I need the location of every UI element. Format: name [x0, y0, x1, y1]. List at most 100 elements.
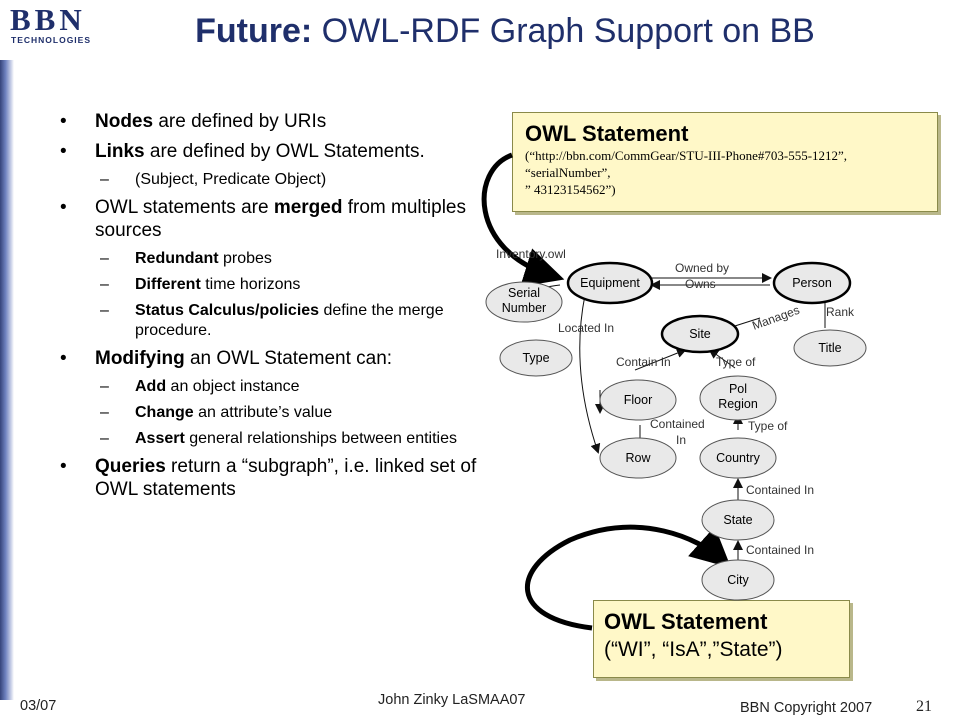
- left-decorative-bar: [0, 60, 14, 700]
- node-type: [499, 339, 573, 377]
- label-contained-in-2: Contained In: [746, 543, 814, 557]
- dash-marker: –: [100, 250, 109, 267]
- label-contained-in-short: In: [676, 433, 686, 447]
- bullet-text: merged: [273, 197, 343, 218]
- logo-text: BBN: [10, 2, 86, 37]
- title-rest: OWL-RDF Graph Support on BB: [312, 12, 815, 50]
- callout-top-line3: ” 43123154562”): [525, 182, 616, 197]
- label-type-of-2: Type of: [748, 419, 788, 433]
- label-pol: Pol: [729, 382, 747, 396]
- slide-title: Future: OWL-RDF Graph Support on BB: [0, 12, 960, 51]
- bullet-text: Nodes: [95, 111, 154, 132]
- bullet-text: an object instance: [166, 378, 300, 395]
- ontology-diagram: Equipment Person Serial Number Type Site…: [485, 247, 867, 601]
- node-pol-region: [699, 375, 777, 421]
- dash-marker: –: [100, 378, 109, 395]
- footer-author: John Zinky LaSMAA07: [378, 692, 526, 708]
- bullet-item: Links are defined by OWL Statements.: [60, 140, 500, 163]
- label-manages: Manages: [750, 303, 801, 333]
- bullet-text: Add: [135, 378, 167, 395]
- bullet-text: Links: [95, 141, 145, 162]
- bullet-text: an OWL Statement can:: [184, 348, 393, 369]
- node-site: [660, 314, 740, 354]
- bullet-text: an attribute’s value: [193, 404, 333, 421]
- bullet-item: Modifying an OWL Statement can:: [60, 347, 500, 370]
- arrow-bottom-callout: [524, 524, 732, 631]
- bullet-item: Queries return a “subgraph”, i.e. linked…: [60, 455, 500, 501]
- bullet-text: Redundant: [135, 250, 219, 267]
- owl-statement-callout-top: OWL Statement (“http://bbn.com/CommGear/…: [512, 112, 938, 212]
- bullet-text: are defined by OWL Statements.: [144, 141, 425, 162]
- callout-top-line2: “serialNumber”,: [525, 165, 611, 180]
- bbn-logo: BBN TECHNOLOGIES: [0, 0, 160, 58]
- sub-bullet-item: – Assert general relationships between en…: [60, 429, 500, 449]
- label-city: City: [727, 573, 749, 587]
- label-serial-b: Number: [502, 301, 546, 315]
- footer-page-number: 21: [916, 698, 932, 715]
- node-state: [701, 499, 775, 541]
- arrow-top-callout: [481, 152, 565, 287]
- bullet-text: OWL statements are: [95, 197, 274, 218]
- edge-type-of-1: [708, 348, 736, 369]
- node-serial-number: [485, 281, 563, 323]
- label-row: Row: [625, 451, 651, 465]
- sub-bullet-item: – (Subject, Predicate Object): [60, 170, 500, 190]
- label-type-of-1: Type of: [716, 355, 756, 369]
- node-person: [772, 261, 852, 305]
- node-title: [793, 329, 867, 367]
- label-serial-a: Serial: [508, 286, 540, 300]
- bullet-text: time horizons: [200, 276, 301, 293]
- bullet-text: Modifying: [95, 348, 185, 369]
- bullet-text: define the merge procedure.: [135, 302, 444, 339]
- title-bold: Future:: [195, 12, 313, 50]
- bullet-text: (Subject, Predicate Object): [135, 171, 327, 188]
- label-owns: Owns: [685, 277, 716, 291]
- bullet-text: Different: [135, 276, 201, 293]
- sub-bullet-item: – Add an object instance: [60, 377, 500, 397]
- label-country: Country: [716, 451, 761, 465]
- bullet-text: Assert: [135, 430, 185, 447]
- node-country: [699, 437, 777, 479]
- label-floor: Floor: [624, 393, 652, 407]
- label-equipment: Equipment: [580, 276, 640, 290]
- sub-bullet-item: –Status Calculus/policies define the mer…: [60, 301, 500, 341]
- label-site: Site: [689, 327, 711, 341]
- label-contain-in: Contain In: [616, 355, 671, 369]
- dash-marker: –: [100, 430, 109, 447]
- bullet-text: probes: [218, 250, 272, 267]
- bullet-text: from multiples sources: [95, 197, 466, 241]
- dash-marker: –: [100, 404, 109, 421]
- bullet-text: general relationships between entities: [184, 430, 457, 447]
- callout-bottom-title: OWL Statement: [604, 609, 768, 634]
- bullet-text: return a “subgraph”, i.e. linked set of …: [95, 456, 477, 500]
- footer-date: 03/07: [20, 698, 57, 714]
- dash-marker: –: [100, 171, 109, 188]
- callout-bottom-line1: (“WI”, “IsA”,”State”): [604, 638, 783, 661]
- label-person: Person: [792, 276, 832, 290]
- label-located-in: Located In: [558, 321, 614, 335]
- owl-statement-callout-bottom: OWL Statement (“WI”, “IsA”,”State”): [593, 600, 850, 678]
- sub-bullet-item: – Change an attribute’s value: [60, 403, 500, 423]
- bullet-text: Queries: [95, 456, 166, 477]
- bullet-item: OWL statements are merged from multiples…: [60, 196, 500, 242]
- logo-subtext: TECHNOLOGIES: [11, 35, 92, 45]
- label-inventory-owl: Inventory.owl: [496, 247, 566, 261]
- edge-contain-in: [634, 348, 687, 371]
- label-state: State: [723, 513, 752, 527]
- label-rank: Rank: [826, 305, 855, 319]
- label-contained-in-1: Contained In: [746, 483, 814, 497]
- label-title: Title: [818, 341, 841, 355]
- bullet-text: Change: [135, 404, 194, 421]
- callout-arrows: [481, 152, 732, 631]
- footer-copyright: BBN Copyright 2007: [740, 700, 873, 716]
- node-equipment: [566, 261, 654, 305]
- node-row: [599, 437, 677, 479]
- label-contained: Contained: [650, 417, 705, 431]
- callout-top-title: OWL Statement: [525, 121, 689, 146]
- sub-bullet-item: –Different time horizons: [60, 275, 500, 295]
- bullet-list: Nodes are defined by URIsLinks are defin…: [60, 110, 500, 508]
- bullet-item: Nodes are defined by URIs: [60, 110, 500, 133]
- label-owned-by: Owned by: [675, 261, 729, 275]
- sub-bullet-item: – Redundant probes: [60, 249, 500, 269]
- bullet-text: are defined by URIs: [153, 111, 327, 132]
